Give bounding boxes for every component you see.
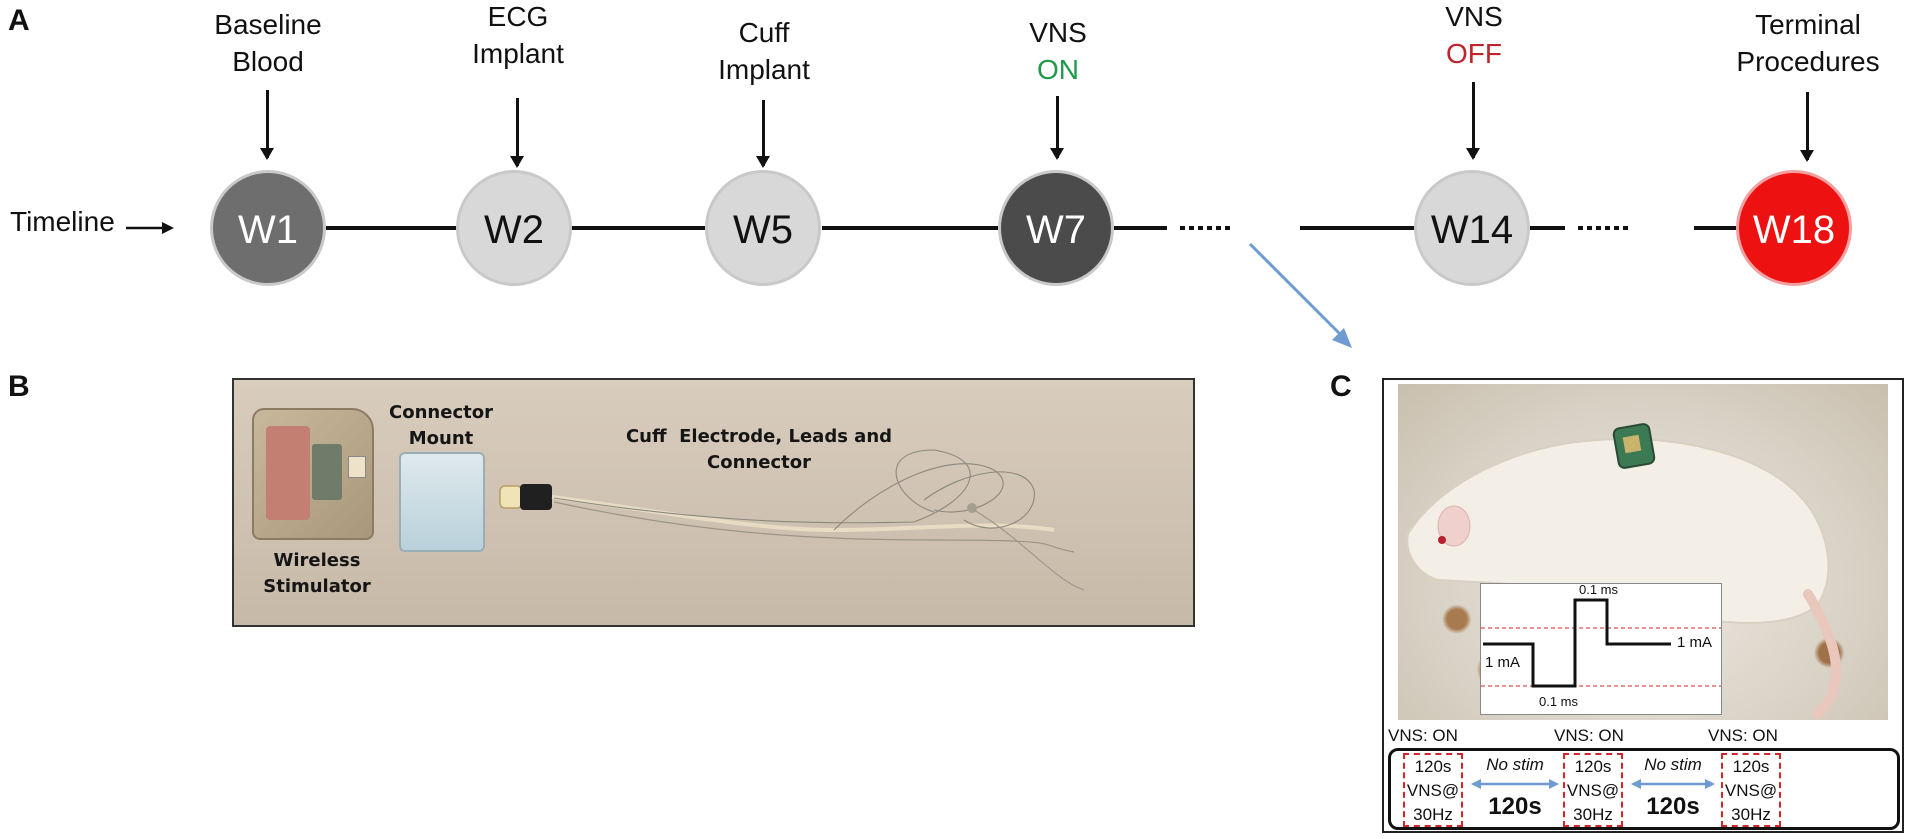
rest-label: No stim	[1486, 755, 1544, 774]
event-vns-off: VNS OFF	[1445, 0, 1503, 72]
timeline-node-w18: W18	[1736, 170, 1852, 286]
connector-label: Connector Mount	[376, 400, 506, 452]
stimulation-protocol: 120s VNS@ 30Hz No stim 120s 120s VNS@ 30…	[1388, 748, 1900, 830]
biphasic-waveform	[1481, 598, 1721, 688]
stim-block: 120s VNS@ 30Hz	[1403, 753, 1463, 827]
waveform-top-width: 0.1 ms	[1579, 582, 1619, 597]
timeline-segment	[1694, 226, 1736, 230]
event-line1: Cuff	[738, 17, 790, 48]
rest-block: No stim 120s	[1631, 755, 1715, 821]
stim-duration: 120s	[1414, 757, 1452, 776]
cuff-label-line1: Cuff Electrode, Leads and	[625, 426, 893, 447]
event-line1: VNS	[1445, 1, 1503, 32]
stim-frequency: 30Hz	[1413, 805, 1453, 824]
rest-double-arrow	[1471, 779, 1559, 789]
stim-duration: 120s	[1574, 757, 1612, 776]
stim-duration: 120s	[1732, 757, 1770, 776]
event-cuff-implant: Cuff Implant	[718, 14, 810, 88]
event-line1: Terminal	[1755, 9, 1861, 40]
event-arrow	[1800, 92, 1814, 162]
event-line2: Implant	[718, 54, 810, 85]
event-line2: OFF	[1445, 38, 1502, 69]
stim-block: 120s VNS@ 30Hz	[1721, 753, 1781, 827]
timeline-segment	[326, 226, 456, 230]
rest-duration: 120s	[1488, 793, 1542, 820]
waveform-amp-left: 1 mA	[1485, 654, 1521, 671]
event-ecg-implant: ECG Implant	[472, 0, 564, 72]
event-arrow	[1050, 96, 1064, 160]
timeline-node-w1: W1	[210, 170, 326, 286]
stim-frequency: 30Hz	[1731, 805, 1771, 824]
rest-duration: 120s	[1646, 793, 1700, 820]
rest-double-arrow	[1631, 779, 1715, 789]
event-line2: Blood	[232, 46, 304, 77]
waveform-inset: 0.1 ms 0.1 ms 1 mA 1 mA	[1480, 582, 1722, 715]
event-line2: ON	[1036, 54, 1079, 85]
stim-frequency: 30Hz	[1573, 805, 1613, 824]
event-arrow	[510, 98, 524, 168]
device-photo: Wireless Stimulator Connector Mount Cuff…	[232, 378, 1195, 627]
event-line2: Implant	[472, 38, 564, 69]
timeline-arrow	[126, 222, 174, 234]
vns-on-label: VNS: ON	[1708, 726, 1778, 745]
waveform-bottom-width: 0.1 ms	[1539, 694, 1579, 709]
vns-on-label: VNS: ON	[1554, 726, 1624, 745]
timeline-label: Timeline	[10, 206, 115, 237]
stimulator-label-line1: Wireless	[273, 550, 361, 571]
callout-arrow	[1248, 242, 1352, 348]
event-line1: ECG	[487, 1, 549, 32]
wireless-stimulator	[252, 408, 374, 540]
stimulator-battery	[266, 426, 310, 520]
timeline-node-w7: W7	[998, 170, 1114, 286]
connector-label-line2: Mount	[408, 428, 474, 449]
stim-block: 120s VNS@ 30Hz	[1563, 753, 1623, 827]
event-arrow	[756, 100, 770, 168]
cuff-label: Cuff Electrode, Leads and Connector	[594, 424, 924, 476]
panel-label-b: B	[8, 370, 30, 403]
stim-type: VNS@	[1724, 781, 1778, 800]
timeline-node-w5: W5	[705, 170, 821, 286]
timeline-segment	[1300, 226, 1415, 230]
stim-type: VNS@	[1406, 781, 1460, 800]
cuff-label-line2: Connector	[707, 452, 811, 473]
timeline-segment	[1114, 226, 1167, 230]
panel-c: 0.1 ms 0.1 ms 1 mA 1 mA VNS: ON VNS: ON …	[1382, 378, 1904, 833]
timeline-node-w2: W2	[456, 170, 572, 286]
vns-on-label: VNS: ON	[1388, 726, 1458, 745]
stimulator-board	[312, 444, 342, 500]
event-terminal-procedures: Terminal Procedures	[1736, 6, 1879, 80]
stimulator-label: Wireless Stimulator	[252, 548, 382, 600]
event-arrow	[1466, 82, 1480, 160]
stimulator-port	[348, 456, 366, 478]
event-line1: VNS	[1029, 17, 1087, 48]
timeline-node-w14: W14	[1414, 170, 1530, 286]
timeline-segment	[570, 226, 705, 230]
rest-block: No stim 120s	[1471, 755, 1559, 821]
waveform-amp-right: 1 mA	[1677, 634, 1713, 651]
event-vns-on: VNS ON	[1029, 14, 1087, 88]
event-line2: Procedures	[1736, 46, 1880, 77]
timeline-segment	[1530, 226, 1565, 230]
cuff-leads	[499, 449, 1085, 591]
panel-label-a: A	[8, 4, 30, 37]
timeline-ellipsis	[1578, 226, 1630, 230]
timeline-ellipsis	[1180, 226, 1232, 230]
rat-illustration	[1406, 423, 1842, 719]
stim-type: VNS@	[1566, 781, 1620, 800]
panel-label-c: C	[1330, 370, 1352, 403]
rat-photo: 0.1 ms 0.1 ms 1 mA 1 mA	[1398, 384, 1888, 720]
event-line1: Baseline	[214, 9, 322, 40]
event-arrow	[260, 90, 274, 160]
connector-mount	[399, 452, 485, 552]
rest-label: No stim	[1644, 755, 1702, 774]
connector-label-line1: Connector	[389, 402, 493, 423]
event-baseline-blood: Baseline Blood	[214, 6, 321, 80]
stimulator-label-line2: Stimulator	[263, 576, 371, 597]
timeline-segment	[822, 226, 998, 230]
